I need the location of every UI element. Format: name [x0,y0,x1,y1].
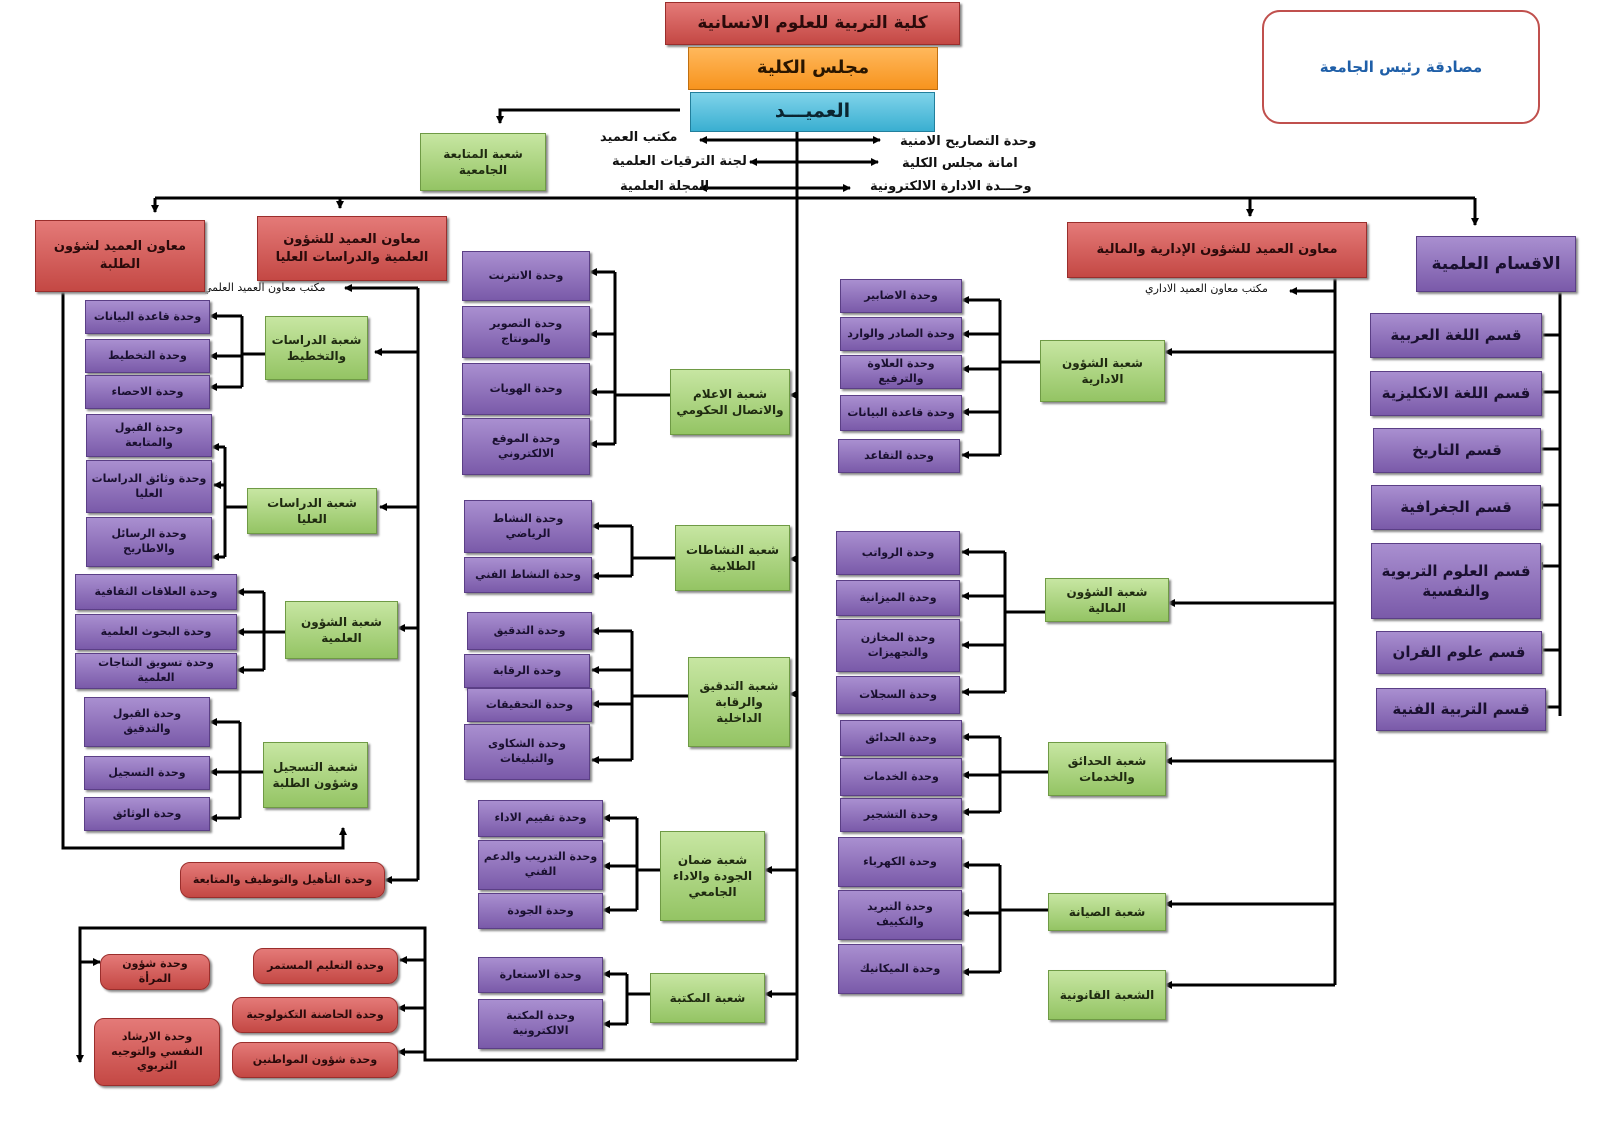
cooling-air-conditioning-unit: وحدة التبريد والتكييف [838,890,962,940]
dean-box: العميـــد [690,92,935,132]
mechanics-unit: وحدة الميكانيك [838,944,962,994]
performance-evaluation-unit: وحدة تقييم الاداء [478,800,603,837]
quality-assurance-section: شعبة ضمان الجودة والاداء الجامعي [660,831,765,921]
art-activity-unit: وحدة النشاط الفني [464,557,592,593]
security-permits-unit-label: وحدة التصاريح الامنية [900,134,1037,149]
ids-unit: وحدة الهويات [462,363,590,415]
lending-unit: وحدة الاستعارة [478,957,603,993]
records-unit: وحدة السجلات [836,676,960,714]
documents-unit: وحدة الوثائق [84,797,210,831]
training-support-unit: وحدة التدريب والدعم الفني [478,840,603,890]
promotions-committee-label: لجنة الترقيات العلمية [612,154,747,169]
legal-section: الشعبة القانونية [1048,970,1166,1020]
college-council-box: مجلس الكلية [688,47,938,90]
allowance-promotion-unit: وحدة العلاوة والترفيع [840,355,962,389]
council-secretariat-label: امانة مجلس الكلية [902,156,1018,171]
internet-unit: وحدة الانترنت [462,251,590,301]
admission-followup-unit: وحدة القبول والمتابعة [86,414,212,457]
scientific-research-unit: وحدة البحوث العلمية [75,614,237,650]
incoming-outgoing-unit: وحدة الصادر والوارد [840,317,962,351]
admin-financial-assistant-dean: معاون العميد للشؤون الإدارية والمالية [1067,222,1367,278]
gardens-services-section: شعبة الحدائق والخدمات [1048,742,1166,796]
scientific-assistant-office-label: مكتب معاون العميد العلمي [203,281,326,294]
website-unit: وحدة الموقع الالكتروني [462,418,590,475]
planning-unit: وحدة التخطيط [85,339,210,373]
e-library-unit: وحدة المكتبة الالكترونية [478,999,603,1049]
financial-affairs-section: شعبة الشؤون المالية [1045,578,1169,622]
student-affairs-assistant-dean: معاون العميد لشؤون الطلبة [35,220,205,292]
college-title: كلية التربية للعلوم الانسانية [665,2,960,45]
audit-internal-control-section: شعبة التدقيق والرقابة الداخلية [688,657,790,747]
admission-verification-unit: وحدة القبول والتدقيق [84,697,210,747]
registration-student-affairs-section: شعبة التسجيل وشؤون الطلبة [263,742,368,808]
cultural-relations-unit: وحدة العلاقات الثقافية [75,574,237,610]
university-followup-section: شعبة المتابعة الجامعية [420,133,546,191]
database-unit-sci: وحدة قاعدة البيانات [85,300,210,334]
statistics-unit: وحدة الاحصاء [85,375,210,409]
photography-montage-unit: وحدة التصوير والمونتاج [462,306,590,358]
dept-english: قسم اللغة الانكليزية [1370,371,1542,416]
services-unit: وحدة الخدمات [840,758,962,796]
electricity-unit: وحدة الكهرباء [838,837,962,887]
investigations-unit: وحدة التحقيقات [467,688,592,722]
dept-arabic: قسم اللغة العربية [1370,313,1542,358]
postgrad-documents-unit: وحدة وثائق الدراسات العليا [86,460,212,513]
dept-quran-sciences: قسم علوم القران [1376,631,1542,674]
studies-planning-section: شعبة الدراسات والتخطيط [265,316,368,380]
dept-educational-psychological-sciences: قسم العلوم التربوية والنفسية [1371,543,1541,619]
control-unit: وحدة الرقابة [464,654,590,688]
registration-unit: وحدة التسجيل [84,756,210,790]
dean-office-label: مكتب العميد [600,130,678,145]
auditing-unit: وحدة التدقيق [467,612,592,650]
dept-art-education: قسم التربية الفنية [1376,688,1546,731]
afforestation-unit: وحدة التشجير [840,798,962,832]
e-administration-unit-label: وحـــدة الادارة الالكترونية [870,179,1032,194]
postgrad-section: شعبة الدراسات العليا [247,488,377,534]
dept-geography: قسم الجغرافية [1371,485,1541,530]
library-section: شعبة المكتبة [650,973,765,1023]
files-unit: وحدة الاضابير [840,279,962,313]
admin-affairs-section: شعبة الشؤون الادارية [1040,340,1165,402]
scientific-products-marketing-unit: وحدة تسويق النتاجات العلمية [75,653,237,689]
psych-counseling-unit: وحدة الارشاد النفسي والتوجيه التربوي [94,1018,220,1086]
database-unit-admin: وحدة قاعدة البيانات [840,395,962,431]
scientific-departments-title: الاقسام العلمية [1416,236,1576,292]
women-affairs-unit: وحدة شؤون المرأة [100,954,210,990]
theses-dissertations-unit: وحدة الرسائل والاطاريح [86,517,212,567]
salaries-unit: وحدة الرواتب [836,531,960,575]
maintenance-section: شعبة الصيانة [1048,893,1166,931]
qualification-employment-unit: وحدة التأهيل والتوظيف والمتابعة [180,862,385,898]
scientific-postgrad-assistant-dean: معاون العميد للشؤون العلمية والدراسات ال… [257,216,447,281]
retirement-unit: وحدة التقاعد [838,439,960,473]
citizens-affairs-unit: وحدة شؤون المواطنين [232,1042,398,1078]
sports-activity-unit: وحدة النشاط الرياضي [464,500,592,553]
scientific-affairs-section: شعبة الشؤون العلمية [285,601,398,659]
university-president-approval: مصادقة رئيس الجامعة [1262,10,1540,124]
budget-unit: وحدة الميزانية [836,580,960,616]
student-activities-section: شعبة النشاطات الطلابية [675,525,790,591]
stores-equipment-unit: وحدة المخازن والتجهيزات [836,619,960,672]
dept-history: قسم التاريخ [1373,428,1541,473]
scientific-journal-label: المجلة العلمية [620,179,710,194]
tech-incubator-unit: وحدة الحاضنة التكنولوجية [232,997,398,1033]
media-govcomm-section: شعبة الاعلام والاتصال الحكومي [670,369,790,435]
continuing-education-unit: وحدة التعليم المستمر [253,948,398,984]
gardens-unit: وحدة الحدائق [840,720,962,756]
admin-assistant-office-label: مكتب معاون العميد الاداري [1145,282,1268,295]
quality-unit: وحدة الجودة [478,893,603,929]
complaints-notifications-unit: وحدة الشكاوى والتبليغات [464,724,590,780]
